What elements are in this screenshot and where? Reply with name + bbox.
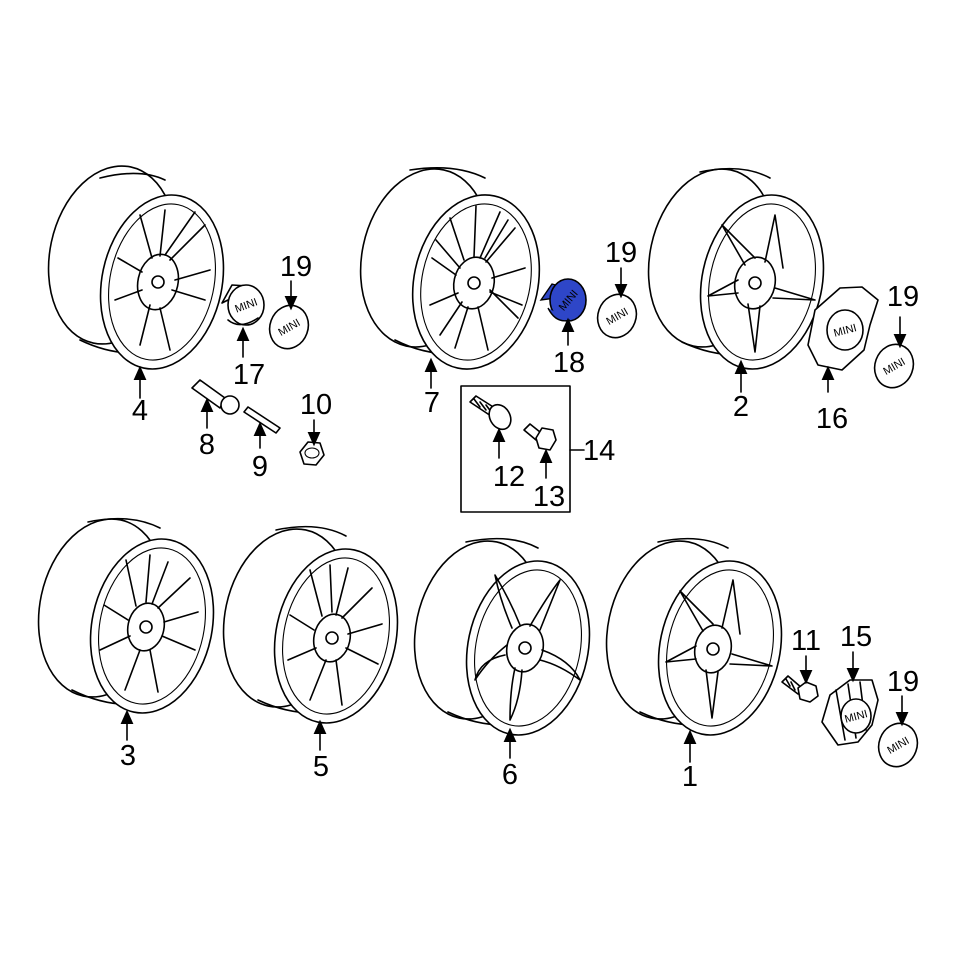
wheel-4[interactable] xyxy=(33,154,239,380)
wheel-5[interactable] xyxy=(208,517,413,734)
callout-4: 4 xyxy=(132,395,148,427)
callout-7: 7 xyxy=(424,387,440,419)
wheel-bolt-11[interactable] xyxy=(781,675,819,703)
emblem-19-a[interactable]: MINI xyxy=(264,300,315,354)
callout-2: 2 xyxy=(733,391,749,423)
center-cap-18-highlighted[interactable]: MINI xyxy=(539,278,587,322)
lug-nut-10[interactable] xyxy=(299,441,325,466)
lock-key-13[interactable] xyxy=(523,423,557,451)
callout-3: 3 xyxy=(120,740,136,772)
callout-9: 9 xyxy=(252,451,268,483)
callout-6: 6 xyxy=(502,759,518,791)
callout-10: 10 xyxy=(300,389,332,421)
callout-1: 1 xyxy=(682,761,698,793)
emblem-19-d[interactable]: MINI xyxy=(873,718,924,772)
callout-19-b: 19 xyxy=(605,237,637,269)
callout-18: 18 xyxy=(553,347,585,379)
lock-kit-box-14 xyxy=(460,385,571,513)
callout-15: 15 xyxy=(840,621,872,653)
cap-16-badge-text: MINI xyxy=(832,322,858,340)
callout-13: 13 xyxy=(533,481,565,513)
callout-14: 14 xyxy=(583,435,615,467)
balance-weight-9[interactable] xyxy=(243,406,281,434)
callout-5: 5 xyxy=(313,751,329,783)
callout-8: 8 xyxy=(199,429,215,461)
callout-17: 17 xyxy=(233,359,265,391)
callout-12: 12 xyxy=(493,461,525,493)
valve-stem-8[interactable] xyxy=(191,379,240,415)
center-cap-15[interactable]: MINI xyxy=(821,679,879,746)
wheel-7[interactable] xyxy=(345,157,555,381)
center-cap-16[interactable]: MINI xyxy=(807,286,879,371)
locking-bolt-12[interactable] xyxy=(469,395,515,433)
wheel-3[interactable] xyxy=(23,507,229,724)
callout-19-a: 19 xyxy=(280,251,312,283)
center-cap-17[interactable]: MINI xyxy=(221,284,265,326)
callout-19-c: 19 xyxy=(887,281,919,313)
emblem-19-c[interactable]: MINI xyxy=(869,339,920,393)
cap-15-badge-text: MINI xyxy=(843,708,869,726)
wheel-6[interactable] xyxy=(399,529,605,746)
wheel-2[interactable] xyxy=(633,157,839,380)
emblem-19-b[interactable]: MINI xyxy=(592,289,643,343)
wheel-1[interactable] xyxy=(591,529,797,746)
callout-19-d: 19 xyxy=(887,666,919,698)
callout-11: 11 xyxy=(791,625,821,657)
callout-16: 16 xyxy=(816,403,848,435)
